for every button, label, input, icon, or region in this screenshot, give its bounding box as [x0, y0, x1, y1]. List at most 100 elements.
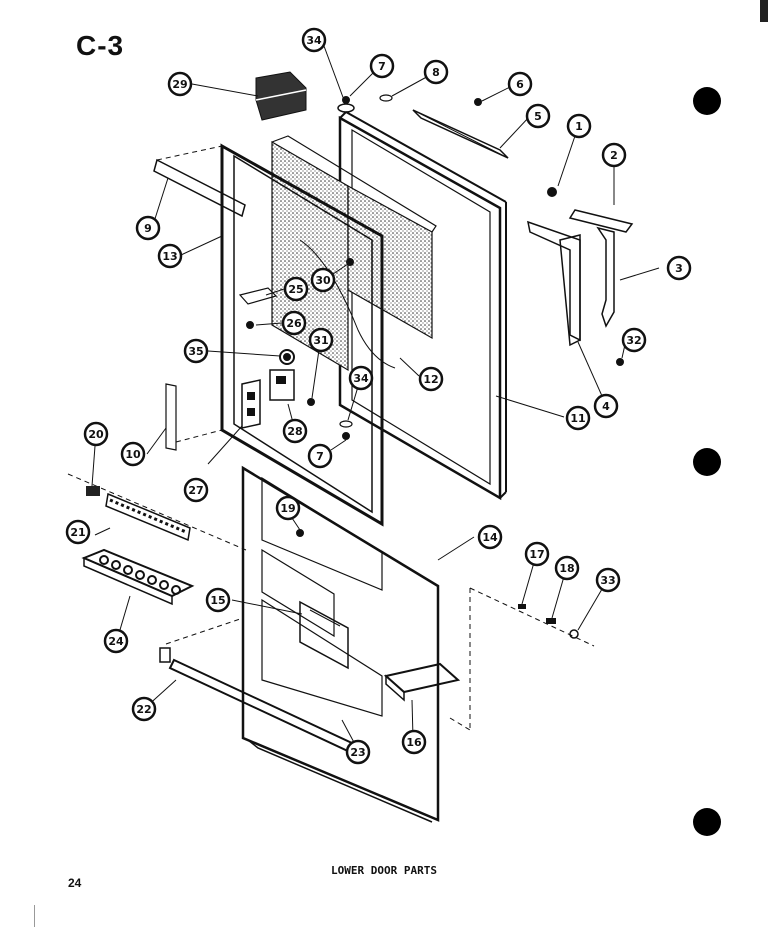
binder-hole-middle	[693, 448, 721, 476]
callout-number: 34	[306, 34, 322, 47]
callout-2: 2	[601, 142, 627, 168]
callout-17: 17	[524, 541, 550, 567]
callout-number: 4	[602, 400, 610, 413]
callout-balloon	[345, 739, 371, 765]
leader-lines	[91, 45, 660, 749]
bottom-trim-bar	[159, 617, 356, 754]
callout-14: 14	[477, 524, 503, 550]
callout-balloon	[281, 310, 307, 336]
callout-34: 34	[301, 27, 327, 53]
callout-16: 16	[401, 729, 427, 755]
binder-hole-top	[693, 87, 721, 115]
callout-32: 32	[621, 327, 647, 353]
callout-balloon	[525, 103, 551, 129]
latch-bracket	[238, 287, 295, 429]
callout-number: 26	[286, 317, 302, 330]
callout-number: 33	[600, 574, 615, 587]
callout-number: 16	[406, 736, 422, 749]
callout-balloon	[348, 365, 374, 391]
callout-balloon	[477, 524, 503, 550]
callout-number: 19	[280, 502, 295, 515]
hinge-bracket-left	[527, 220, 581, 347]
callout-balloon	[507, 71, 533, 97]
side-trim	[165, 383, 223, 451]
callout-7: 7	[369, 53, 395, 79]
callout-balloon	[282, 418, 308, 444]
door-shelf	[383, 662, 461, 702]
hinge-pin-hardware	[449, 587, 595, 731]
callout-20: 20	[83, 421, 109, 447]
callout-balloon	[554, 555, 580, 581]
lower-strip-assembly	[67, 473, 247, 551]
callout-12: 12	[418, 366, 444, 392]
callout-balloon	[283, 276, 309, 302]
page-number: 24	[68, 876, 82, 890]
binder-hole-bottom	[693, 808, 721, 836]
callout-balloon	[157, 243, 183, 269]
screws-and-washers	[296, 94, 624, 537]
callout-balloon	[401, 729, 427, 755]
callout-1: 1	[566, 113, 592, 139]
top-trim-strip	[153, 145, 246, 218]
egg-tray	[81, 548, 195, 606]
callout-number: 23	[350, 746, 365, 759]
hinge-strip	[412, 109, 509, 159]
callout-29: 29	[167, 71, 193, 97]
callout-balloon	[120, 441, 146, 467]
callout-5: 5	[525, 103, 551, 129]
callout-balloon	[593, 393, 619, 419]
callout-number: 9	[144, 222, 152, 235]
callout-balloon	[566, 113, 592, 139]
callout-number: 35	[188, 345, 203, 358]
callout-31: 31	[308, 327, 334, 353]
callout-30: 30	[310, 267, 336, 293]
callout-balloon	[418, 366, 444, 392]
callout-number: 12	[423, 373, 438, 386]
callout-balloon	[310, 267, 336, 293]
callout-24: 24	[103, 628, 129, 654]
callout-number: 31	[313, 334, 328, 347]
callout-number: 17	[529, 548, 544, 561]
callout-balloon	[183, 477, 209, 503]
callout-number: 8	[432, 66, 440, 79]
callout-balloon	[65, 519, 91, 545]
callout-number: 3	[675, 262, 683, 275]
callout-number: 1	[575, 120, 583, 133]
scan-edge-mark	[760, 0, 768, 22]
figure-caption: LOWER DOOR PARTS	[331, 864, 437, 877]
callout-balloon	[307, 443, 333, 469]
callout-balloon	[524, 541, 550, 567]
callout-7: 7	[307, 443, 333, 469]
callout-balloon	[621, 327, 647, 353]
callout-number: 13	[162, 250, 177, 263]
hinge-bracket-right	[568, 209, 634, 328]
callout-number: 34	[353, 372, 369, 385]
figure-code: C-3	[76, 30, 125, 61]
callout-number: 11	[570, 412, 585, 425]
callout-number: 5	[534, 110, 542, 123]
callout-8: 8	[423, 59, 449, 85]
callout-balloon	[103, 628, 129, 654]
callout-15: 15	[205, 587, 231, 613]
callout-34: 34	[348, 365, 374, 391]
callout-10: 10	[120, 441, 146, 467]
callout-number: 18	[559, 562, 574, 575]
callout-number: 14	[482, 531, 498, 544]
callout-number: 22	[136, 703, 151, 716]
callout-11: 11	[565, 405, 591, 431]
callout-balloon	[183, 338, 209, 364]
callout-balloon	[135, 215, 161, 241]
callout-number: 24	[108, 635, 124, 648]
callout-number: 7	[316, 450, 324, 463]
callout-26: 26	[281, 310, 307, 336]
callout-6: 6	[507, 71, 533, 97]
callout-21: 21	[65, 519, 91, 545]
callout-balloon	[83, 421, 109, 447]
callout-number: 25	[288, 283, 303, 296]
callout-number: 21	[70, 526, 85, 539]
callout-balloon	[369, 53, 395, 79]
callout-balloon	[131, 696, 157, 722]
